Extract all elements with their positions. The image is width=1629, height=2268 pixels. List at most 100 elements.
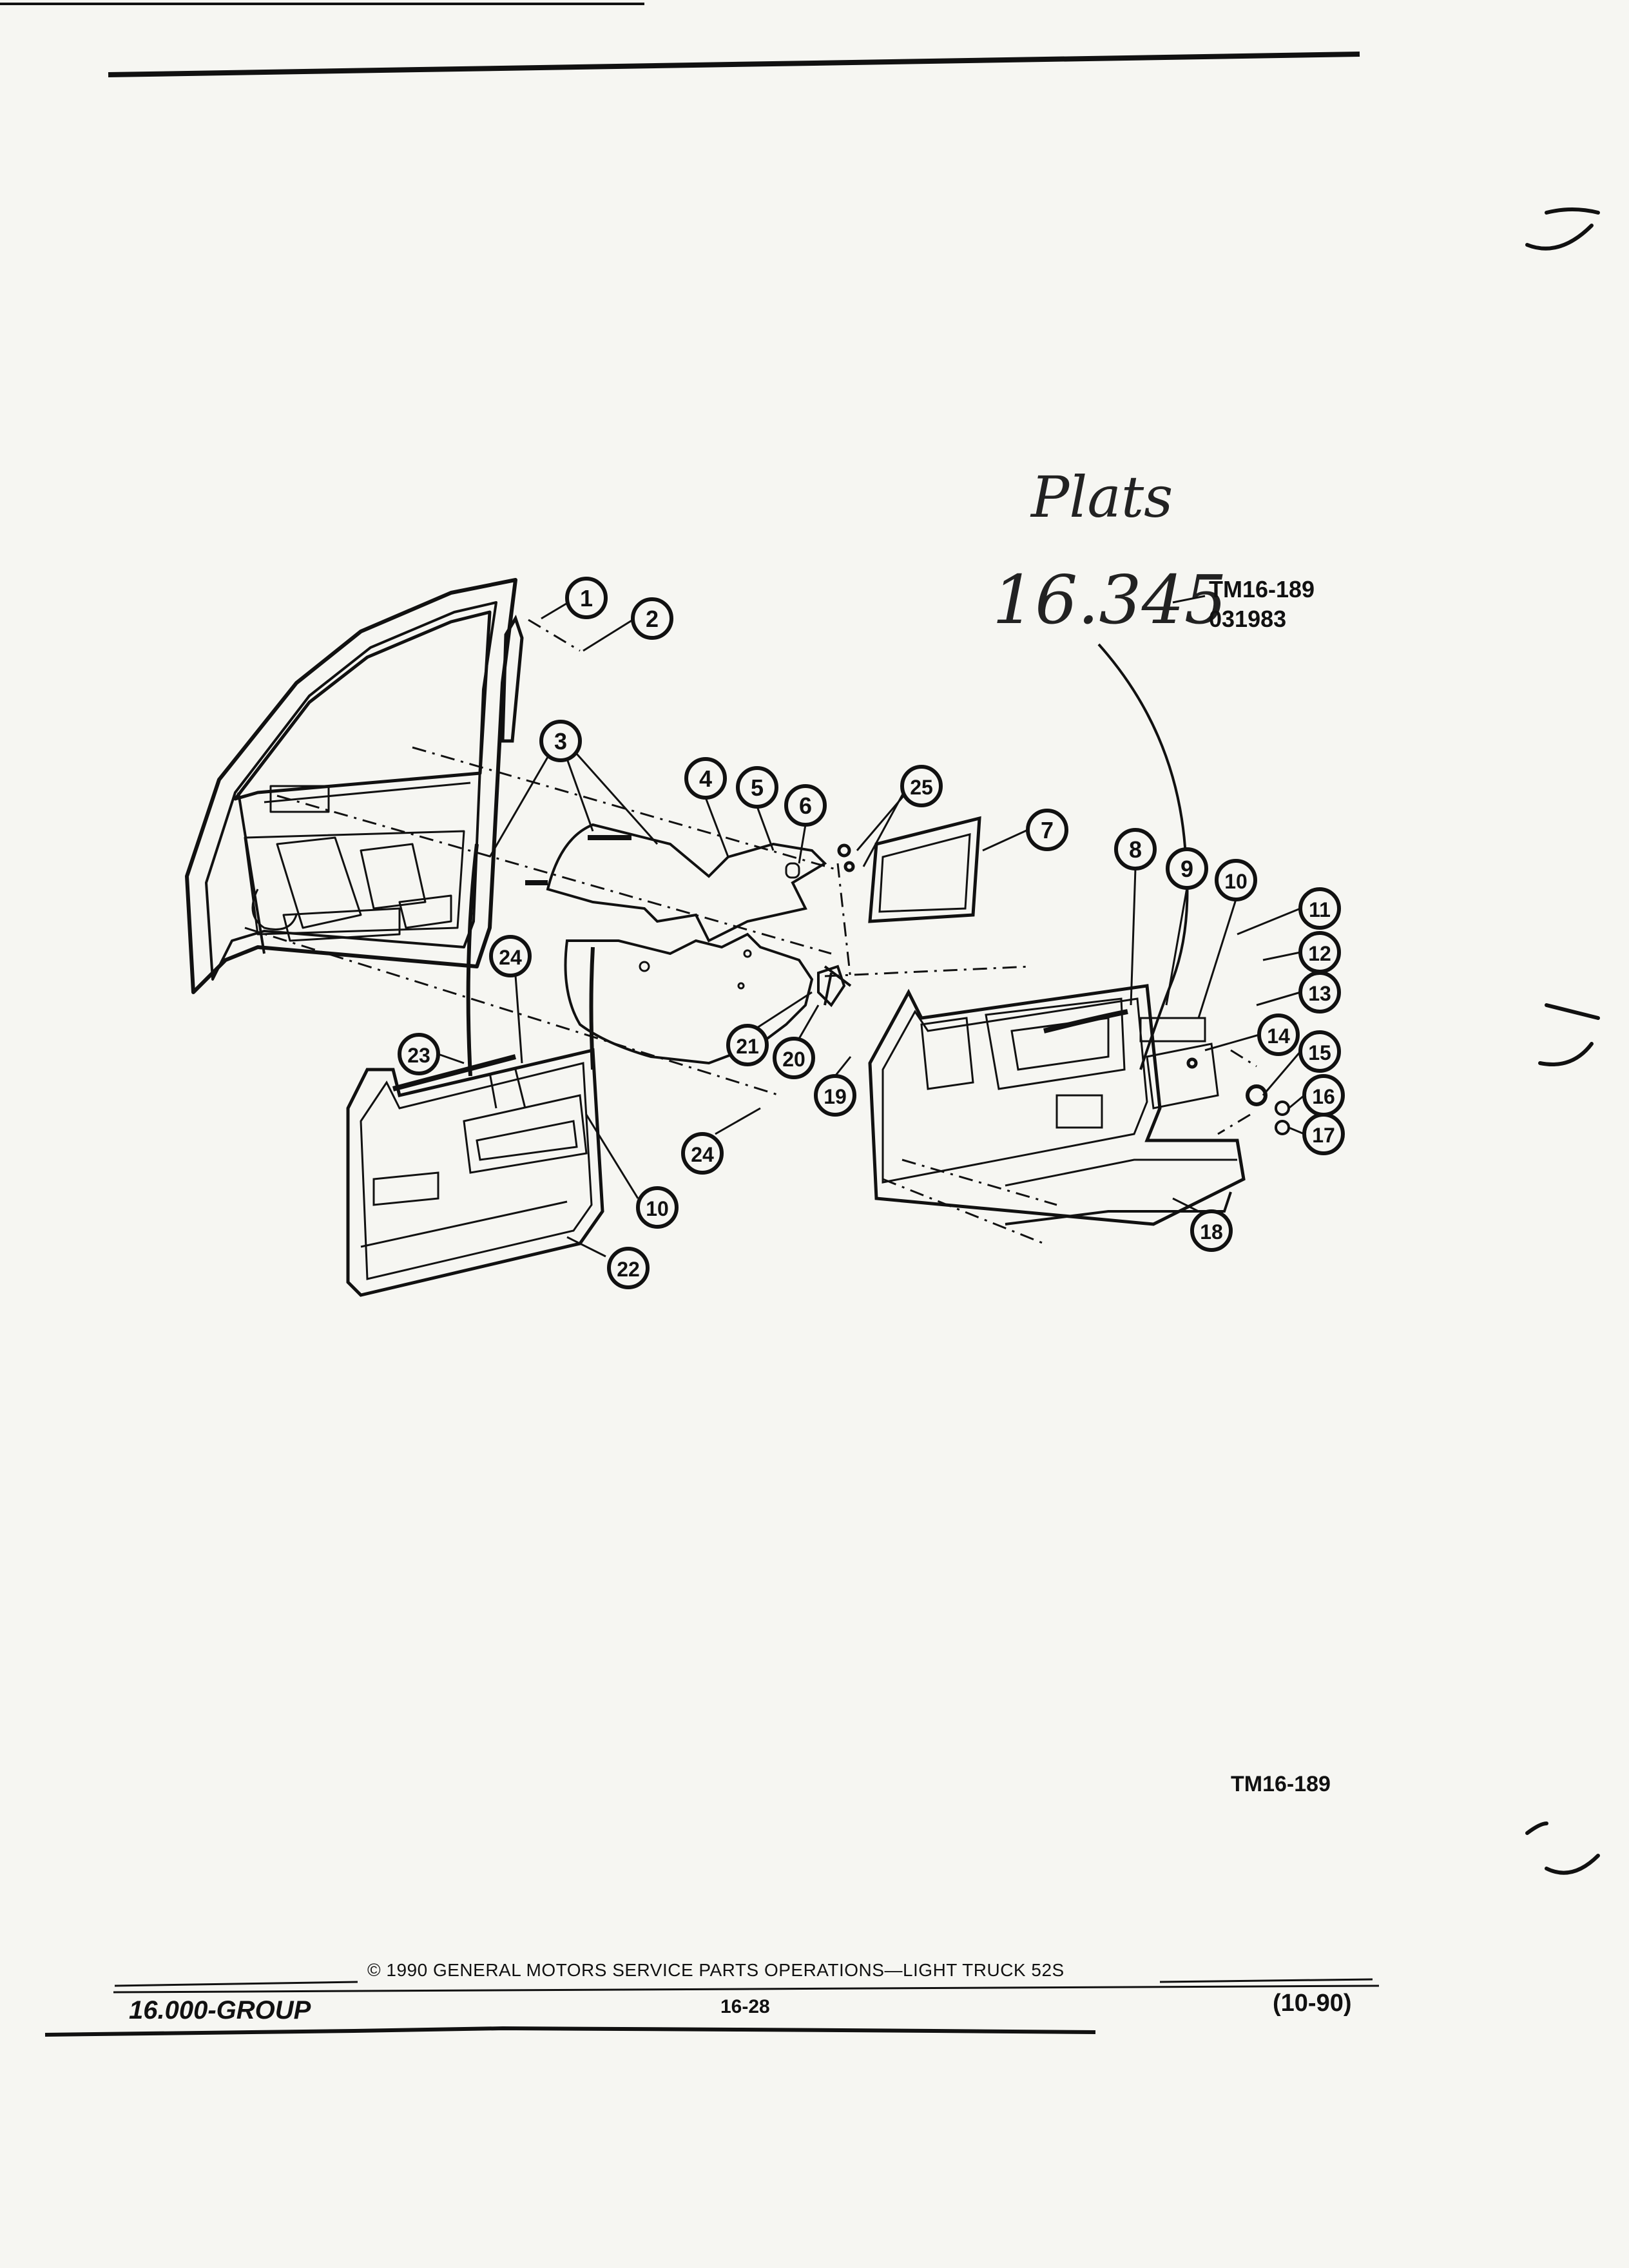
svg-text:15: 15 (1308, 1041, 1331, 1064)
callout-21: 21 (726, 1024, 769, 1066)
callout-25: 25 (900, 765, 943, 807)
callout-leader (1237, 907, 1301, 936)
callout-20: 20 (773, 1037, 815, 1079)
callout-leader (1262, 1051, 1302, 1096)
callout-11: 11 (1298, 887, 1341, 930)
callout-leader (1288, 1126, 1305, 1135)
callout-leader (757, 991, 813, 1029)
callout-leader (756, 806, 775, 851)
callout-leader (1197, 899, 1237, 1019)
callout-1: 1 (565, 577, 608, 619)
callout-22: 22 (607, 1247, 650, 1289)
callout-4: 4 (684, 757, 727, 800)
callout-24: 24 (489, 935, 532, 977)
callout-leader (715, 1107, 761, 1135)
callout-23: 23 (398, 1033, 440, 1075)
callout-leader (585, 1114, 639, 1199)
callout-leader (514, 975, 523, 1064)
callout-leader (1172, 1197, 1199, 1213)
figure-reference-code: TM16-189 (1209, 576, 1315, 602)
callout-6: 6 (784, 784, 827, 827)
figure-reference-number: 031983 (1209, 606, 1287, 632)
callout-9: 9 (1166, 847, 1208, 890)
handwritten-note-plats: Plats (1031, 464, 1173, 530)
callout-19: 19 (814, 1074, 856, 1117)
svg-text:10: 10 (1224, 870, 1248, 893)
callout-12: 12 (1298, 931, 1341, 974)
callout-leader (704, 797, 729, 858)
callout-leader (982, 829, 1028, 852)
callout-leader (1262, 951, 1301, 961)
svg-text:24: 24 (691, 1143, 714, 1166)
callout-10: 10 (1215, 859, 1257, 901)
callout-leader (488, 756, 549, 858)
svg-text:14: 14 (1267, 1024, 1290, 1048)
svg-text:25: 25 (910, 776, 933, 799)
svg-text:1: 1 (580, 585, 593, 611)
callout-10-b: 10 (636, 1186, 679, 1229)
svg-text:6: 6 (799, 793, 812, 819)
callout-leader (798, 1004, 820, 1039)
footer-rules (44, 1978, 1380, 2037)
callout-leader (798, 824, 807, 864)
svg-text:4: 4 (699, 765, 712, 792)
svg-text:7: 7 (1041, 817, 1054, 843)
svg-text:8: 8 (1129, 836, 1142, 863)
header-rules (0, 3, 1360, 77)
group-code: 16.000-GROUP (129, 1996, 311, 2024)
page-number: 16-28 (720, 1996, 770, 2017)
callout-leader (1256, 991, 1301, 1006)
callout-leader (1130, 868, 1137, 1006)
svg-text:20: 20 (782, 1048, 805, 1071)
callout-13: 13 (1298, 971, 1341, 1014)
svg-text:24: 24 (499, 946, 522, 969)
svg-text:9: 9 (1181, 856, 1193, 882)
callout-leader (438, 1053, 465, 1064)
door-trim-panel-right (868, 984, 1290, 1226)
callout-leader (834, 1056, 852, 1077)
callout-leader (575, 753, 659, 845)
door-trim-panel-left (346, 1048, 604, 1297)
callout-8: 8 (1114, 828, 1157, 870)
callout-leader (541, 601, 569, 620)
callout-5: 5 (736, 766, 778, 809)
callout-24-b: 24 (681, 1132, 724, 1175)
figure-reference-code-bottom: TM16-189 (1231, 1772, 1331, 1796)
svg-text:10: 10 (646, 1197, 669, 1220)
callout-leader (566, 1236, 606, 1258)
callout-17: 17 (1302, 1113, 1345, 1155)
copyright-line: © 1990 GENERAL MOTORS SERVICE PARTS OPER… (367, 1960, 1065, 1980)
svg-text:22: 22 (617, 1258, 640, 1281)
callout-18: 18 (1190, 1209, 1233, 1252)
leader-lines (244, 619, 1257, 1245)
callout-15: 15 (1298, 1030, 1341, 1073)
margin-marks (1525, 207, 1600, 1875)
svg-text:18: 18 (1200, 1220, 1223, 1244)
callout-leader (1165, 887, 1188, 1006)
window-channel (501, 615, 524, 743)
svg-text:16: 16 (1312, 1085, 1335, 1108)
callout-14: 14 (1257, 1014, 1300, 1056)
callout-leader (856, 793, 907, 851)
svg-text:21: 21 (736, 1035, 759, 1058)
door-frame (185, 578, 517, 994)
svg-text:17: 17 (1312, 1124, 1335, 1147)
callout-leader (1288, 1094, 1305, 1110)
callout-3: 3 (539, 720, 582, 762)
callout-2: 2 (631, 597, 673, 640)
callout-leader (583, 619, 633, 652)
lock-rod-clips (817, 965, 852, 1008)
svg-text:11: 11 (1309, 898, 1331, 921)
svg-text:13: 13 (1308, 982, 1331, 1005)
svg-text:23: 23 (407, 1044, 430, 1067)
revision-date: (10-90) (1273, 1990, 1352, 2017)
svg-text:19: 19 (824, 1085, 847, 1108)
svg-text:12: 12 (1308, 942, 1331, 965)
callout-7: 7 (1026, 809, 1068, 851)
callout-leader (566, 758, 594, 832)
access-cover-panel (837, 816, 981, 923)
callout-16: 16 (1302, 1074, 1345, 1117)
svg-text:5: 5 (751, 774, 764, 801)
